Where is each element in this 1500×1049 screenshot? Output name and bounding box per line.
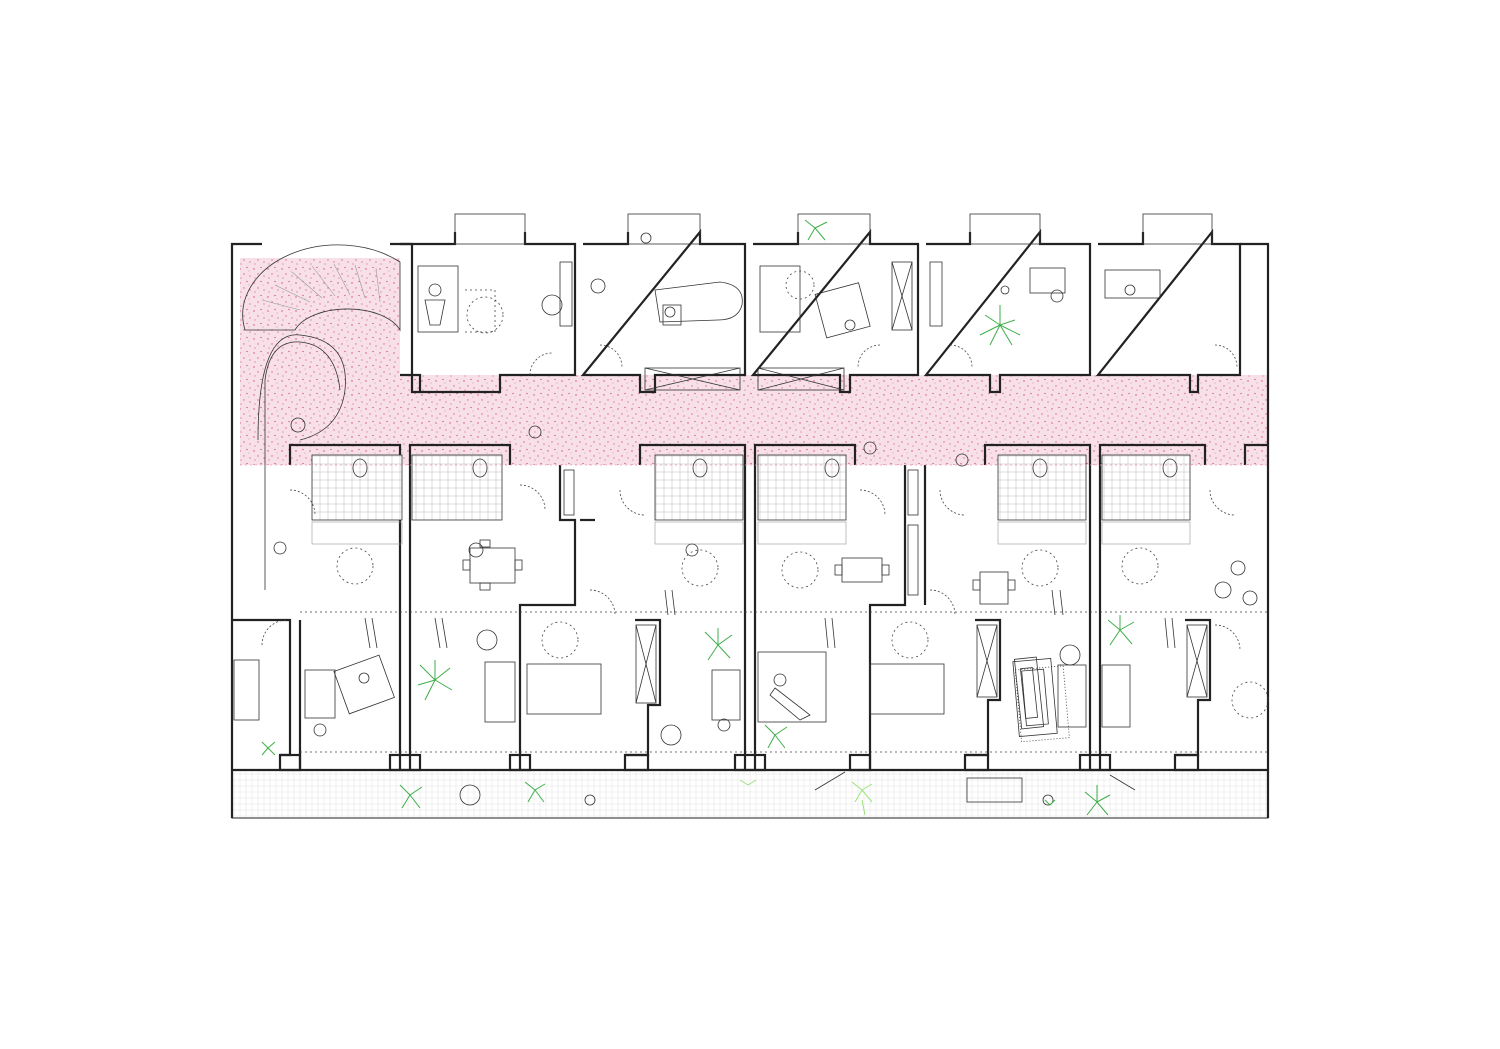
corridor — [240, 258, 1268, 465]
kitchen-counters — [311, 521, 1191, 545]
balcony-icon — [454, 213, 1213, 245]
chairs — [462, 539, 1016, 591]
terrace-strip — [231, 769, 1269, 819]
sofa-icon — [233, 656, 1131, 803]
furniture-zones — [336, 270, 1269, 719]
north-units — [242, 213, 1242, 590]
facade-piers — [278, 753, 1200, 772]
south-units — [232, 443, 1268, 803]
bed-icon — [526, 651, 945, 723]
plant-icon — [261, 219, 1135, 816]
bed-icon — [417, 265, 801, 333]
spiral-staircase-icon — [242, 244, 401, 590]
wardrobe — [563, 469, 1208, 704]
table-icon — [541, 267, 1161, 316]
person-icon — [273, 232, 1258, 806]
toilet-icon — [311, 454, 1191, 521]
rug — [1012, 658, 1070, 743]
piano-icon — [654, 281, 743, 326]
